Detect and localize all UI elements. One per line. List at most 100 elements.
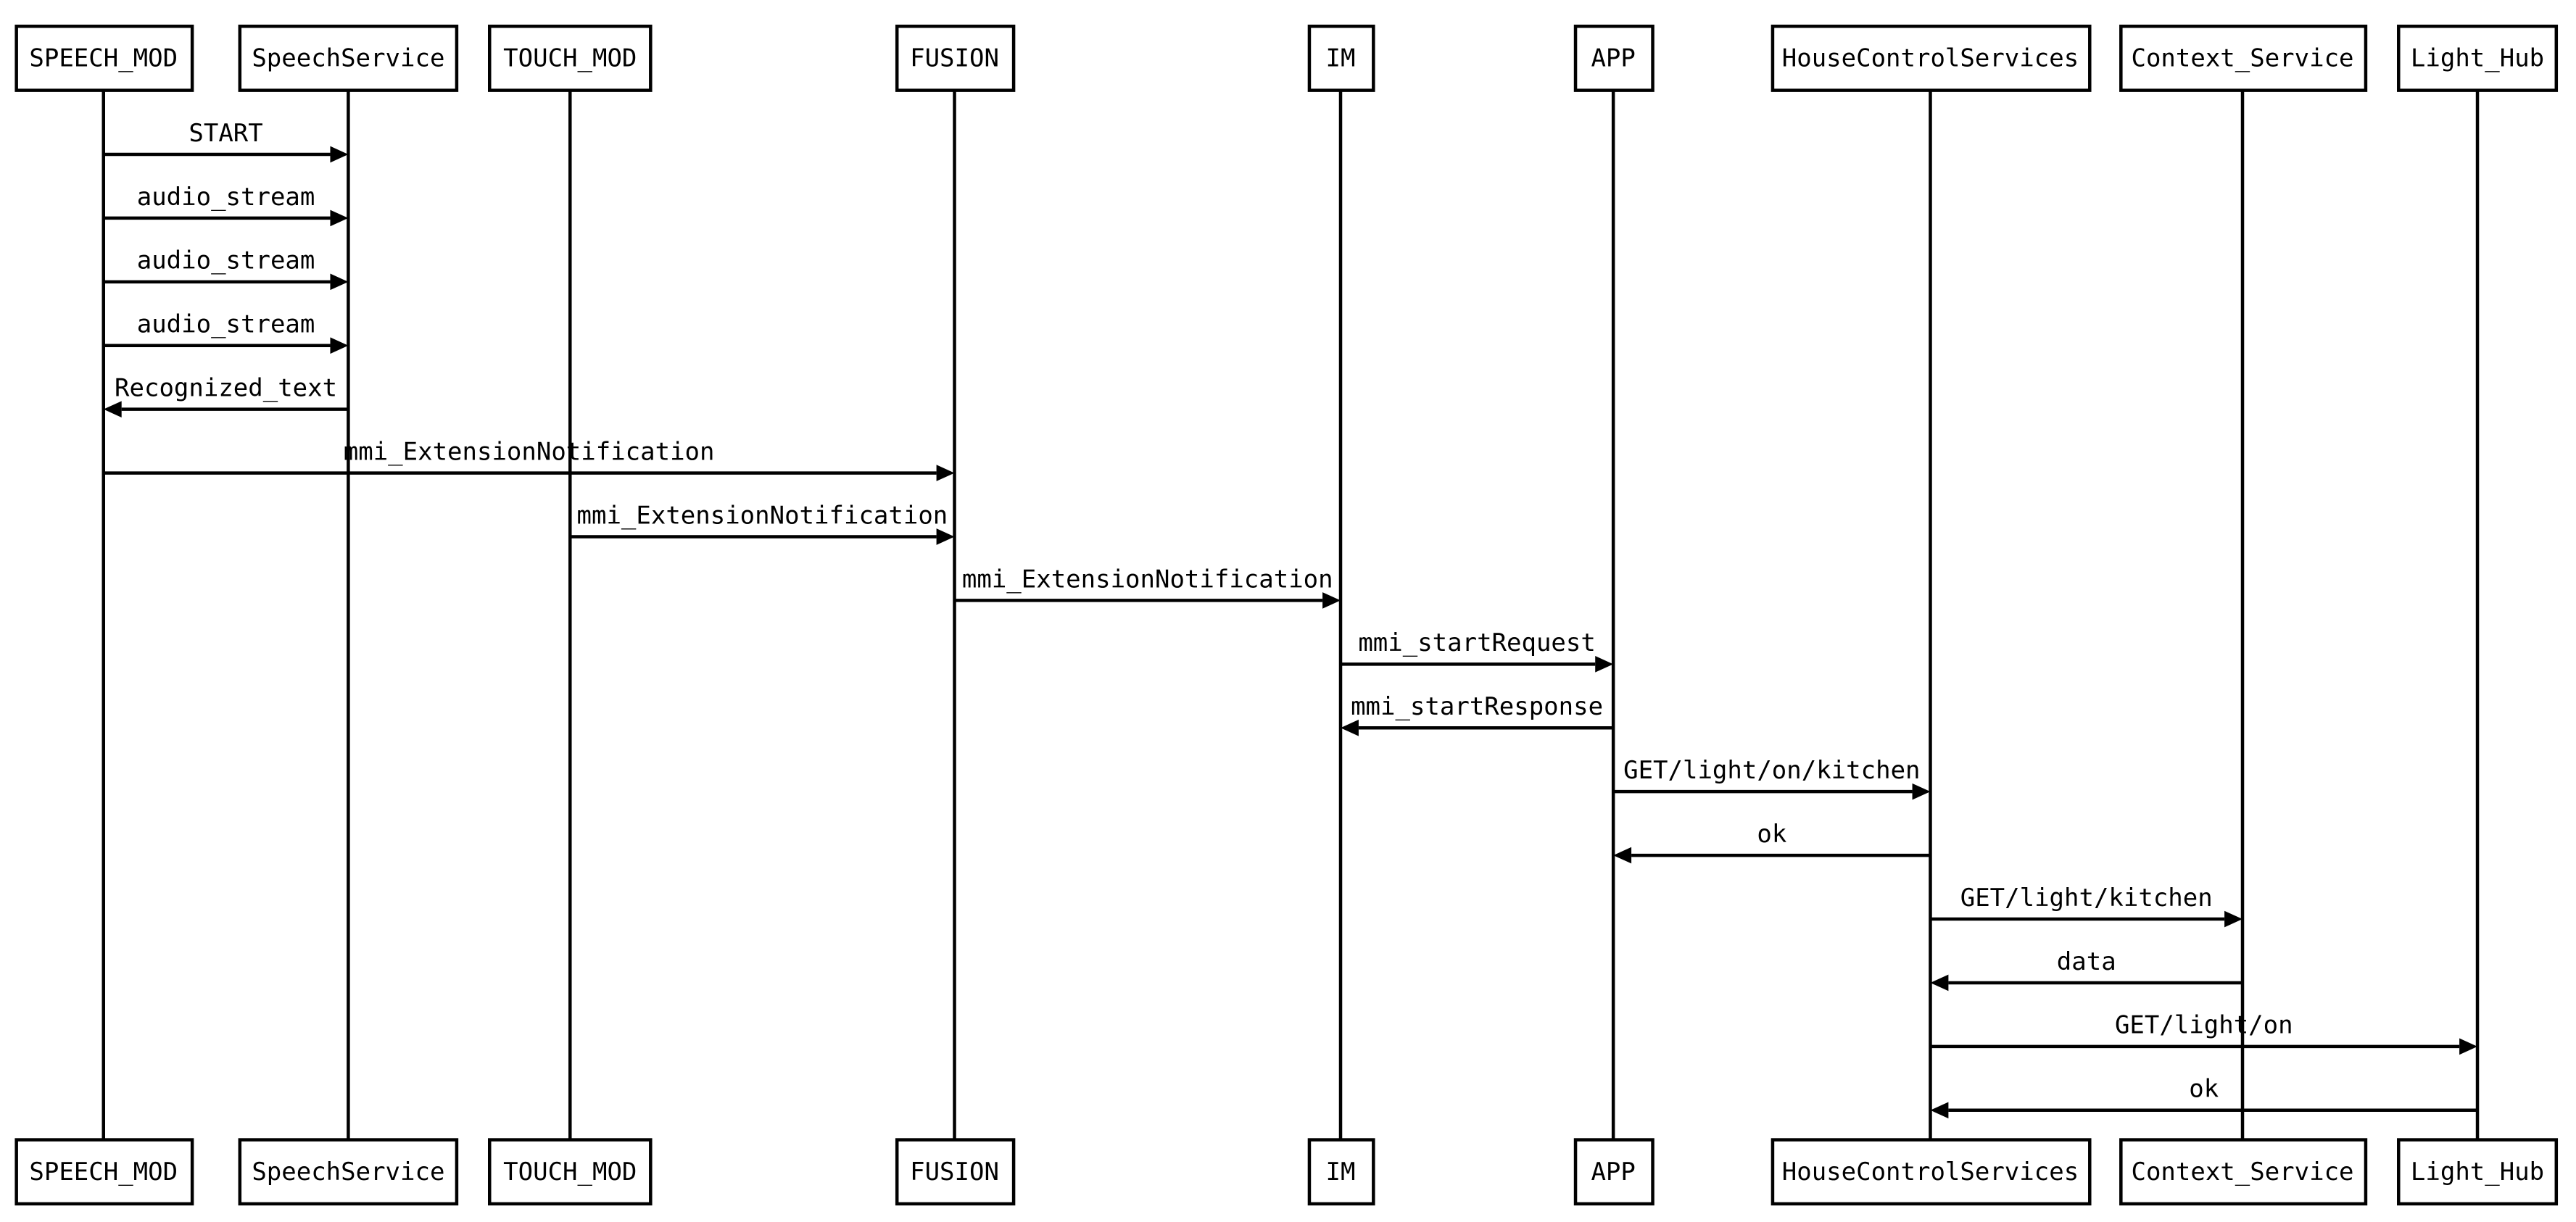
participant-bottom-touch_mod: TOUCH_MOD (488, 1138, 653, 1206)
arrowhead (1341, 719, 1359, 736)
participant-box (1307, 25, 1375, 92)
participant-top-speech_service: SpeechService (238, 25, 459, 92)
participant-label: FUSION (910, 1157, 999, 1186)
participant-top-im: IM (1307, 25, 1375, 92)
message-12: GET/light/kitchen (1930, 884, 2243, 928)
message-label: ok (1757, 820, 1786, 849)
message-label: GET/light/on/kitchen (1623, 756, 1920, 785)
message-15: ok (1930, 1075, 2478, 1119)
participant-box (895, 1138, 1016, 1206)
message-label: data (2057, 947, 2116, 976)
participant-label: Context_Service (2131, 1157, 2353, 1186)
participants-top: SPEECH_MOD SpeechService TOUCH_MOD FUSION IM… (15, 25, 2559, 92)
participant-box (15, 1138, 194, 1206)
message-label: audio_stream (137, 183, 315, 212)
message-label: mmi_ExtensionNotification (962, 565, 1333, 594)
arrowhead (1930, 974, 1949, 992)
participant-box (1573, 25, 1654, 92)
message-1: audio_stream (103, 183, 349, 227)
participant-bottom-light_hub: Light_Hub (2397, 1138, 2559, 1206)
participant-label: IM (1326, 43, 1356, 72)
message-label: mmi_startRequest (1358, 628, 1596, 657)
participant-bottom-speech_service: SpeechService (238, 1138, 459, 1206)
message-label: GET/light/on (2115, 1011, 2293, 1040)
participant-label: Light_Hub (2411, 43, 2544, 72)
message-label: audio_stream (137, 310, 315, 339)
participant-top-fusion: FUSION (895, 25, 1016, 92)
participant-label: TOUCH_MOD (503, 43, 637, 72)
participant-box (2119, 25, 2368, 92)
participant-label: FUSION (910, 43, 999, 72)
participant-label: HouseControlServices (1782, 1157, 2079, 1186)
participant-top-app: APP (1573, 25, 1654, 92)
participant-label: Context_Service (2131, 43, 2353, 72)
participant-label: TOUCH_MOD (503, 1157, 637, 1186)
participant-box (2397, 25, 2559, 92)
participant-box (488, 1138, 653, 1206)
participants-bottom: SPEECH_MOD SpeechService TOUCH_MOD FUSION IM… (15, 1138, 2559, 1206)
participant-label: HouseControlServices (1782, 43, 2079, 72)
participant-box (1573, 1138, 1654, 1206)
message-10: GET/light/on/kitchen (1613, 756, 1931, 800)
message-9: mmi_startResponse (1341, 692, 1614, 736)
participant-bottom-app: APP (1573, 1138, 1654, 1206)
arrowhead (1930, 1102, 1949, 1119)
participant-top-light_hub: Light_Hub (2397, 25, 2559, 92)
messages: START audio_stream audio_stream audio_strea… (103, 119, 2478, 1119)
message-4: Recognized_text (103, 374, 349, 418)
participant-bottom-fusion: FUSION (895, 1138, 1016, 1206)
participant-label: SPEECH_MOD (29, 1157, 178, 1186)
participant-bottom-house_control_services: HouseControlServices (1771, 1138, 2092, 1206)
participant-box (1771, 1138, 2092, 1206)
message-11: ok (1613, 820, 1931, 864)
arrowhead (936, 528, 955, 545)
arrowhead (2459, 1038, 2478, 1055)
arrowhead (2224, 910, 2243, 928)
message-label: audio_stream (137, 246, 315, 275)
participant-bottom-im: IM (1307, 1138, 1375, 1206)
message-14: GET/light/on (1930, 1011, 2478, 1055)
message-3: audio_stream (103, 310, 349, 354)
arrowhead (103, 401, 122, 418)
arrowhead (1595, 656, 1614, 673)
message-13: data (1930, 947, 2243, 992)
participant-top-touch_mod: TOUCH_MOD (488, 25, 653, 92)
participant-box (2397, 1138, 2559, 1206)
arrowhead (330, 337, 349, 354)
participant-box (1307, 1138, 1375, 1206)
message-label: Recognized_text (115, 374, 337, 403)
participant-box (488, 25, 653, 92)
message-label: START (189, 119, 262, 148)
arrowhead (1912, 783, 1931, 800)
participant-box (238, 25, 459, 92)
participant-box (15, 25, 194, 92)
participant-label: SPEECH_MOD (29, 43, 178, 72)
participant-label: SpeechService (252, 43, 444, 72)
participant-box (238, 1138, 459, 1206)
message-5: mmi_ExtensionNotification (103, 437, 955, 481)
message-label: mmi_startResponse (1351, 692, 1603, 721)
message-label: mmi_ExtensionNotification (344, 437, 715, 466)
participant-top-speech_mod: SPEECH_MOD (15, 25, 194, 92)
message-label: mmi_ExtensionNotification (577, 501, 948, 530)
participant-box (1771, 25, 2092, 92)
participant-label: APP (1591, 1157, 1635, 1186)
message-6: mmi_ExtensionNotification (570, 501, 955, 545)
message-2: audio_stream (103, 246, 349, 291)
message-7: mmi_ExtensionNotification (954, 565, 1341, 609)
participant-bottom-context_service: Context_Service (2119, 1138, 2368, 1206)
arrowhead (1613, 847, 1632, 864)
participant-top-house_control_services: HouseControlServices (1771, 25, 2092, 92)
arrowhead (1322, 592, 1341, 609)
participant-label: APP (1591, 43, 1635, 72)
participant-label: IM (1326, 1157, 1356, 1186)
participant-box (2119, 1138, 2368, 1206)
participant-top-context_service: Context_Service (2119, 25, 2368, 92)
participant-bottom-speech_mod: SPEECH_MOD (15, 1138, 194, 1206)
participant-label: SpeechService (252, 1157, 444, 1186)
participant-box (895, 25, 1016, 92)
arrowhead (330, 146, 349, 163)
message-label: ok (2189, 1075, 2219, 1104)
arrowhead (936, 465, 955, 481)
